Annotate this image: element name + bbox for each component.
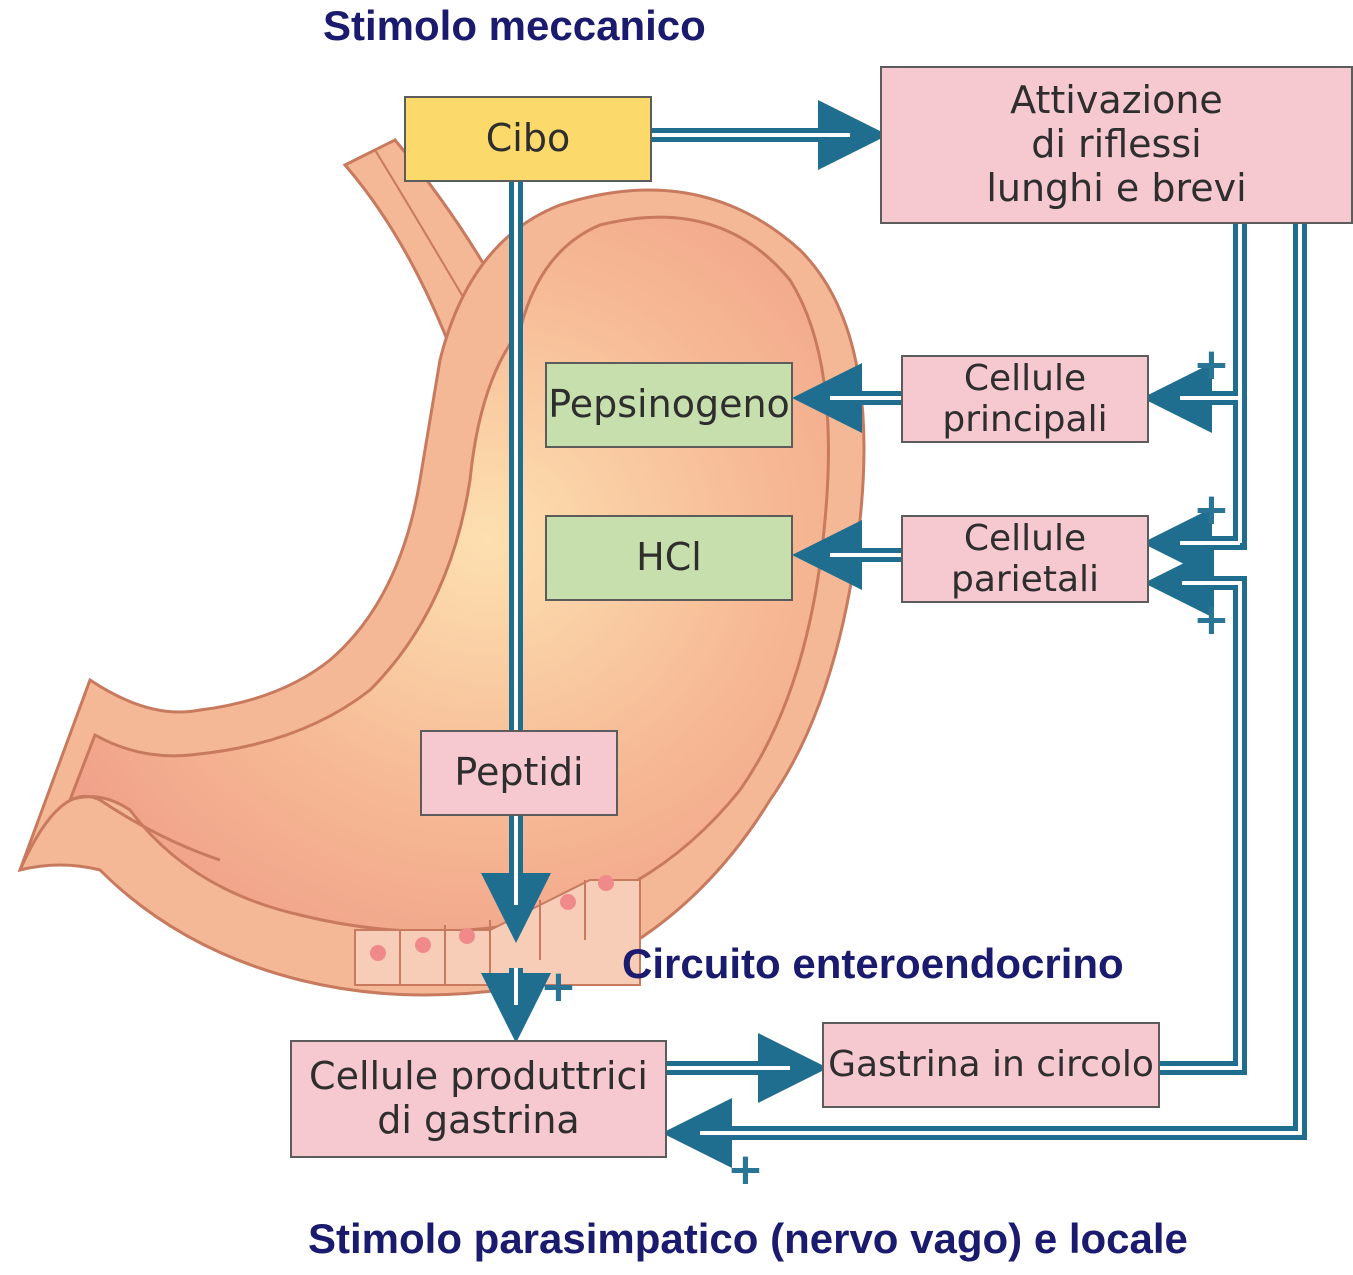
heading-stimolo-meccanico: Stimolo meccanico <box>323 2 706 49</box>
box-pepsinogeno: Pepsinogeno <box>545 362 793 448</box>
plus-sign-parietali-bottom: + <box>1193 594 1230 645</box>
box-cellule-gastrina: Cellule produttrici di gastrina <box>290 1040 667 1158</box>
box-peptidi: Peptidi <box>420 730 618 816</box>
box-cellule-principali: Cellule principali <box>901 355 1149 443</box>
box-cellule-parietali: Cellule parietali <box>901 515 1149 603</box>
plus-sign-gland: + <box>540 961 577 1012</box>
heading-circuito-enteroendocrino: Circuito enteroendocrino <box>622 940 1124 987</box>
plus-sign-parietali-top: + <box>1193 484 1230 535</box>
gland-nuclei <box>370 875 614 961</box>
plus-sign-principali: + <box>1193 339 1230 390</box>
heading-stimolo-parasimpatico: Stimolo parasimpatico (nervo vago) e loc… <box>308 1215 1188 1262</box>
box-pepsinogeno-label: Pepsinogeno <box>548 382 790 427</box>
box-hcl: HCl <box>545 515 793 601</box>
box-hcl-label: HCl <box>636 535 702 580</box>
box-gastrina-circolo-label: Gastrina in circolo <box>828 1044 1154 1086</box>
box-cellule-gastrina-label: Cellule produttrici di gastrina <box>309 1054 648 1142</box>
arrow-circolo-parietali <box>1144 548 1247 1075</box>
box-attivazione: Attivazione di riflessi lunghi e brevi <box>880 66 1353 224</box>
plus-sign-vagal: + <box>727 1144 764 1195</box>
box-cibo-label: Cibo <box>485 116 571 161</box>
box-cellule-principali-label: Cellule principali <box>942 357 1108 440</box>
box-cibo: Cibo <box>404 96 652 182</box>
box-gastrina-circolo: Gastrina in circolo <box>822 1022 1160 1108</box>
box-attivazione-label: Attivazione di riflessi lunghi e brevi <box>986 78 1247 210</box>
box-peptidi-label: Peptidi <box>454 750 584 795</box>
box-cellule-parietali-label: Cellule parietali <box>950 517 1100 600</box>
